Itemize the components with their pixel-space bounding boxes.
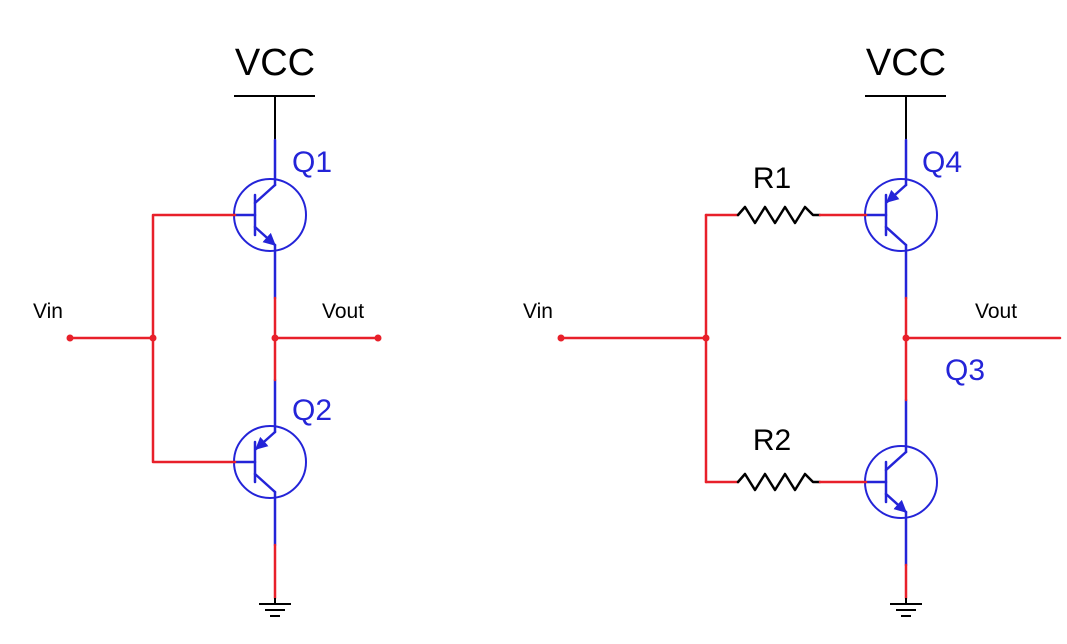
left-q1-emitter-arrow (253, 225, 277, 247)
left-q2-label: Q2 (292, 394, 332, 427)
left-input-junction (149, 334, 157, 342)
left-vcc-symbol: VCC (234, 42, 315, 140)
right-vcc-symbol: VCC (865, 42, 946, 140)
left-q1-collector-diag (253, 183, 277, 205)
right-q4-emitter-arrow (885, 183, 908, 204)
left-vout-label: Vout (322, 300, 364, 323)
right-r1-zigzag (736, 205, 822, 225)
right-q4-collector-diag (884, 225, 908, 247)
left-output-junction (271, 334, 279, 342)
left-circuit: VCC Q1 Q2 (33, 42, 382, 617)
right-r2-zigzag (736, 472, 822, 492)
right-ground-icon (890, 598, 922, 617)
right-r2-label: R2 (753, 424, 791, 457)
right-nets (559, 213, 1062, 600)
left-vin-label: Vin (33, 300, 63, 323)
right-q3-label: Q3 (945, 354, 985, 387)
left-ground-icon (259, 598, 291, 617)
left-q2-transistor (233, 378, 307, 547)
right-r1-resistor (704, 205, 868, 225)
right-q3-emitter-arrow (884, 492, 908, 514)
left-base-net (151, 213, 237, 464)
left-output-terminal (374, 334, 382, 342)
left-q2-collector-diag (253, 472, 277, 494)
right-q4-transistor (864, 138, 938, 300)
right-r1-label: R1 (753, 162, 791, 195)
left-vcc-label: VCC (235, 42, 315, 84)
left-input-terminal (66, 334, 74, 342)
left-q1-label: Q1 (292, 146, 332, 179)
right-q3-transistor (864, 398, 938, 567)
right-vcc-label: VCC (866, 42, 946, 84)
left-q2-emitter-arrow (254, 430, 277, 451)
right-circuit: VCC Q4 Q3 (523, 42, 1062, 617)
right-vin-label: Vin (523, 300, 553, 323)
right-vout-label: Vout (975, 300, 1017, 323)
right-input-junction (702, 334, 710, 342)
right-q4-label: Q4 (922, 146, 962, 179)
right-input-terminal (557, 334, 565, 342)
left-junctions (66, 334, 382, 342)
right-q3-collector-diag (884, 450, 908, 472)
right-junctions (557, 334, 910, 342)
right-r2-resistor (704, 472, 868, 492)
right-output-junction (902, 334, 910, 342)
